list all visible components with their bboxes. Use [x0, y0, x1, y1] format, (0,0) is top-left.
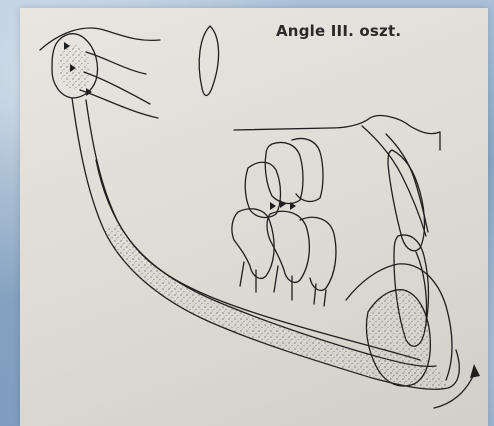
articular-fossa-line-3: [84, 72, 150, 104]
lower-molar-3-roots: [314, 284, 326, 306]
lower-molar-3: [300, 217, 336, 290]
upper-molar-2: [292, 139, 323, 202]
palatal-plane-line: [234, 116, 440, 150]
upper-molar-1: [265, 143, 303, 204]
articular-fossa-line-1: [40, 28, 160, 50]
marker-triangle-5: [280, 200, 286, 208]
lower-molar-2-roots: [274, 266, 292, 300]
articular-fossa-line-2: [86, 52, 146, 74]
marker-triangle-4: [270, 202, 276, 210]
diagram-title: Angle III. oszt.: [276, 22, 401, 40]
rotation-arrow-head: [470, 364, 480, 378]
ear-drop-shape: [199, 26, 218, 96]
lower-molar-2: [267, 211, 309, 282]
lower-molar-1-roots: [240, 262, 256, 292]
maxilla-anterior-inner: [386, 134, 428, 232]
articular-fossa-line-4: [80, 90, 158, 118]
